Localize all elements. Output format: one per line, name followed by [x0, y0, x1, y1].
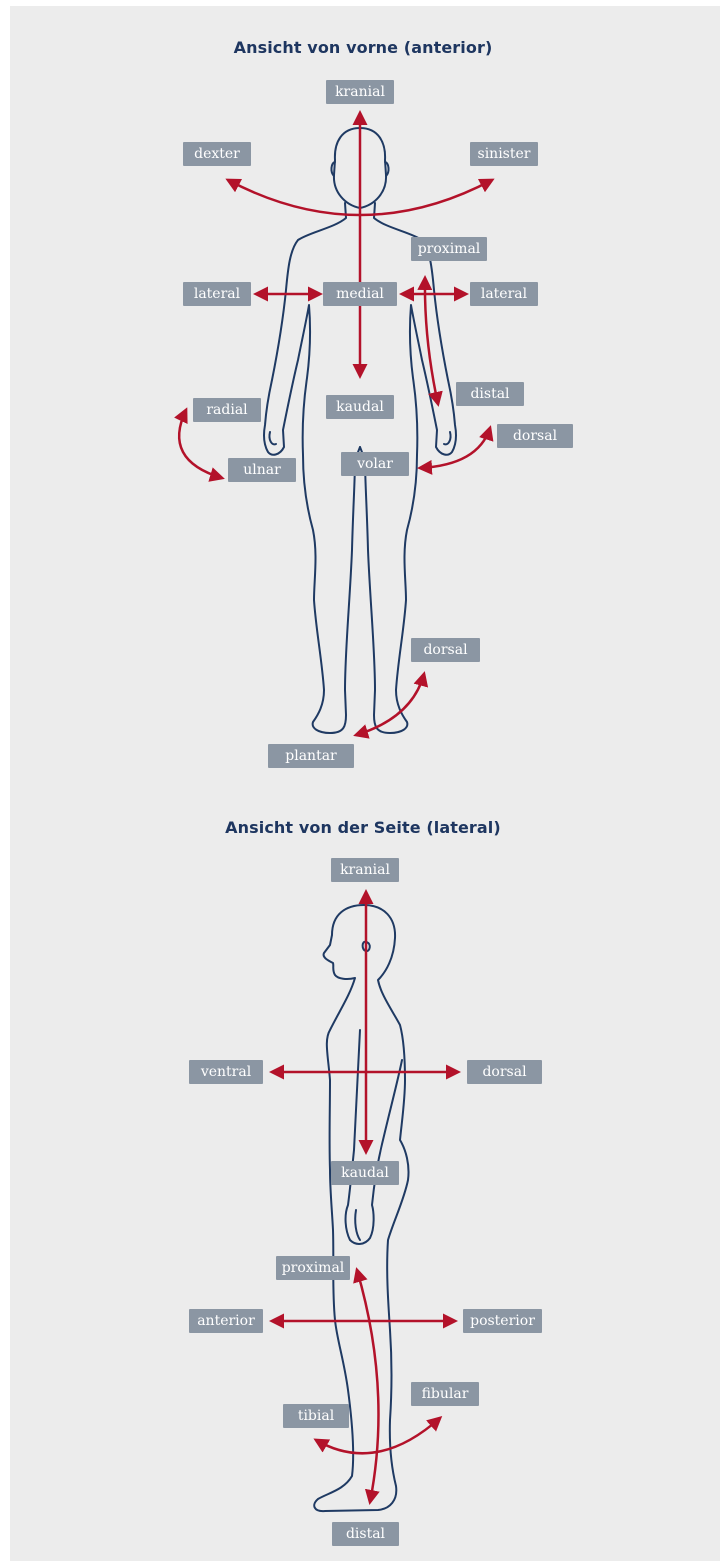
label-plantar: plantar	[268, 744, 354, 768]
front-view-title: Ansicht von vorne (anterior)	[0, 38, 726, 57]
label-ulnar: ulnar	[228, 458, 296, 482]
label-tibial: tibial	[283, 1404, 349, 1428]
label-radial: radial	[193, 398, 261, 422]
label-distal-side: distal	[332, 1522, 399, 1546]
label-proximal-side: proximal	[276, 1256, 350, 1280]
label-kranial-side: kranial	[331, 858, 399, 882]
label-dorsal-side: dorsal	[467, 1060, 542, 1084]
arrow-proximal-distal-side	[357, 1270, 378, 1502]
label-dorsal-foot: dorsal	[411, 638, 480, 662]
label-posterior: posterior	[463, 1309, 542, 1333]
side-view-title: Ansicht von der Seite (lateral)	[0, 818, 726, 837]
label-kaudal-front: kaudal	[326, 395, 394, 419]
label-sinister: sinister	[470, 142, 538, 166]
label-kaudal-side: kaudal	[331, 1161, 399, 1185]
label-dorsal-hand: dorsal	[497, 424, 573, 448]
label-lateral-right: lateral	[470, 282, 538, 306]
label-ventral: ventral	[189, 1060, 263, 1084]
label-proximal-front: proximal	[411, 237, 487, 261]
label-volar: volar	[341, 452, 409, 476]
label-dexter: dexter	[183, 142, 251, 166]
label-distal-front: distal	[456, 382, 524, 406]
arrow-plantar-dorsal	[356, 674, 424, 735]
label-fibular: fibular	[411, 1382, 479, 1406]
label-lateral-left: lateral	[183, 282, 251, 306]
label-medial: medial	[323, 282, 397, 306]
label-anterior: anterior	[189, 1309, 263, 1333]
label-kranial-front: kranial	[326, 80, 394, 104]
